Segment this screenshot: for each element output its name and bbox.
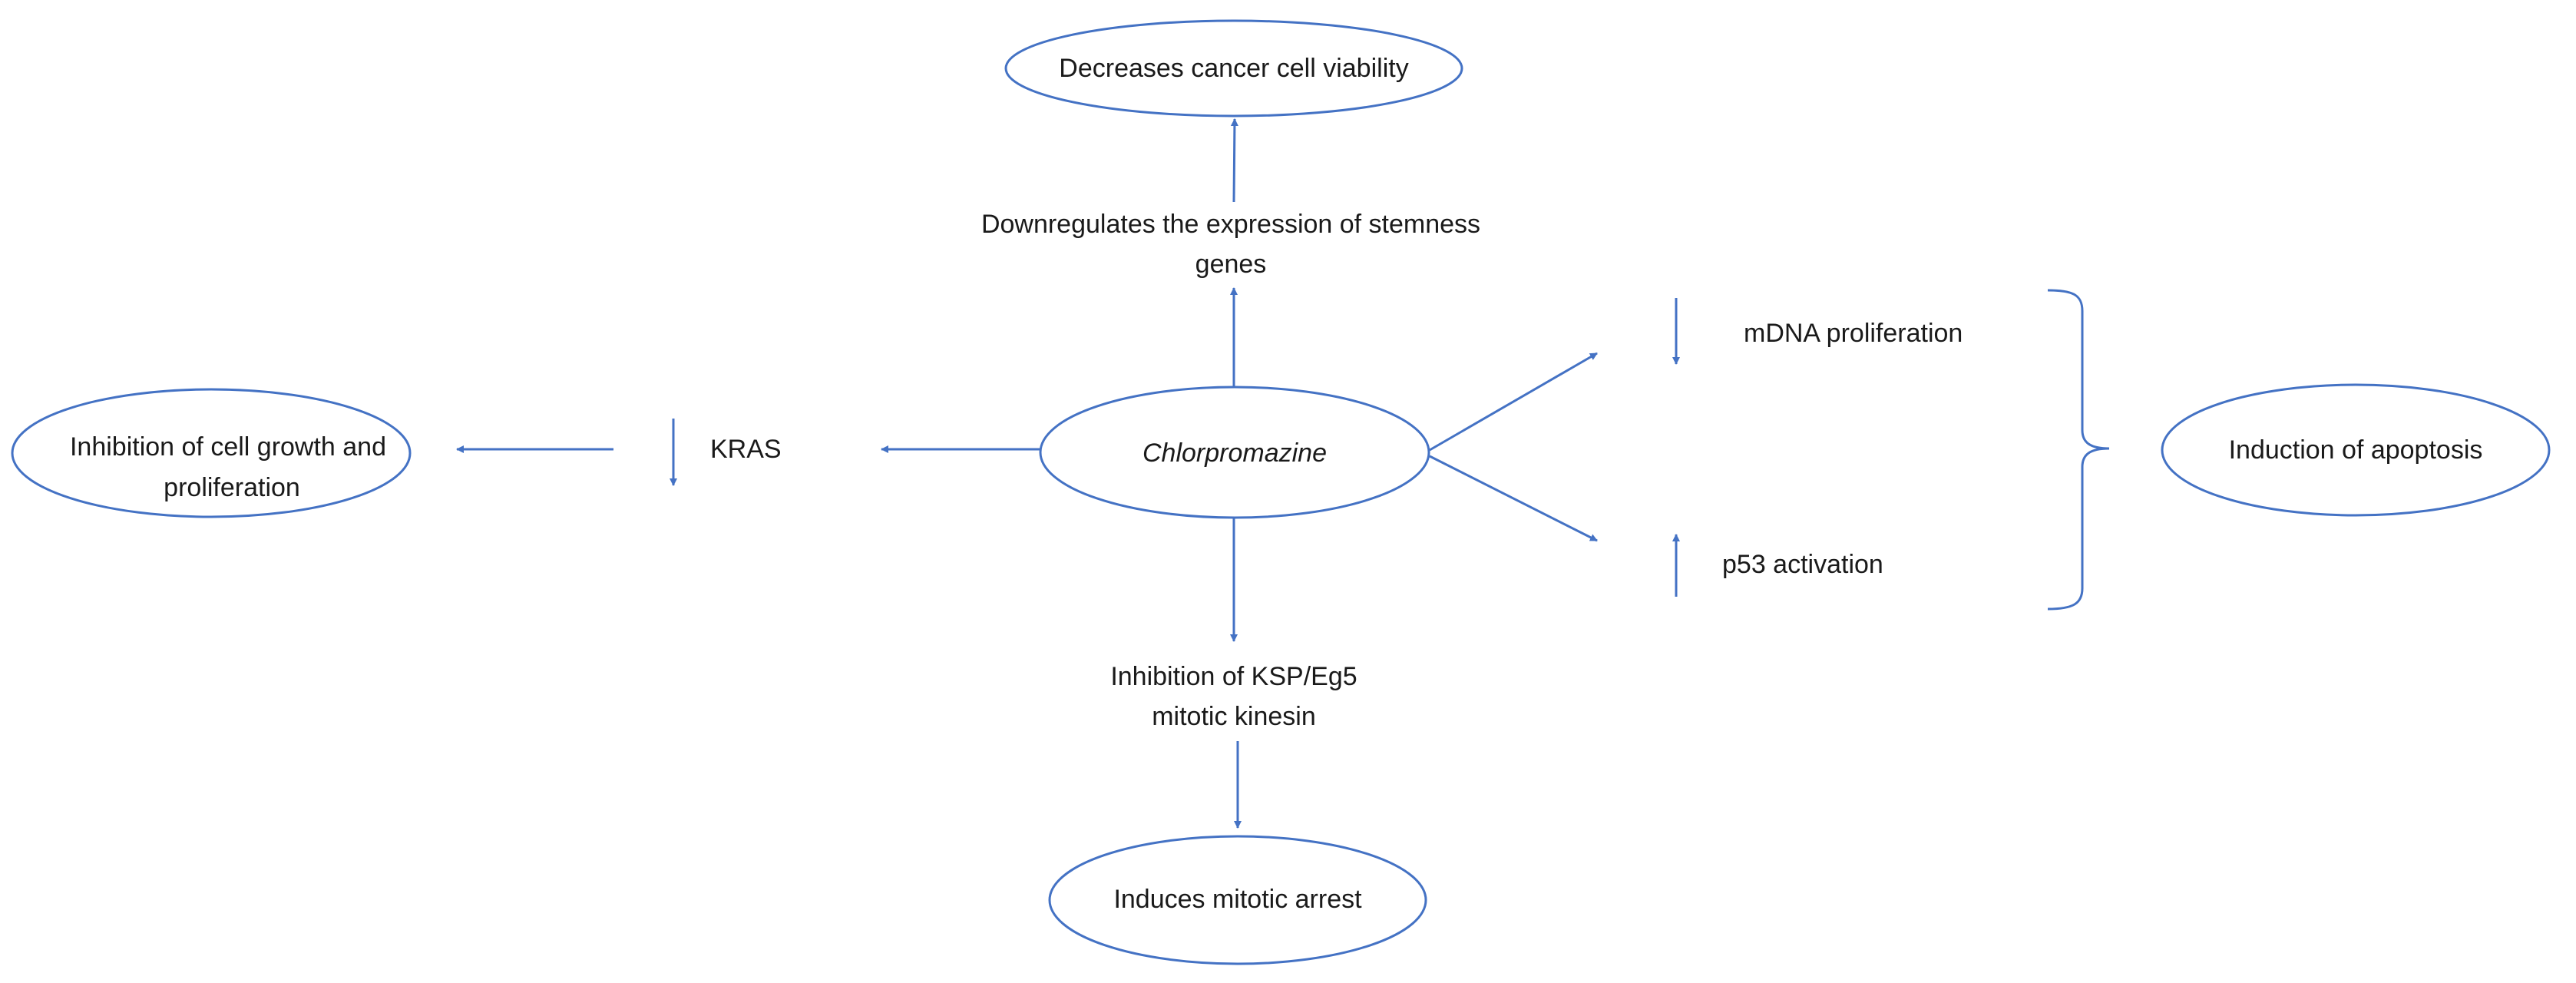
top-mechanism-label-line2: genes [1195, 250, 1267, 279]
arrow-center-to-p53 [1429, 455, 1598, 542]
bottom-mechanism-label-line2: mitotic kinesin [1152, 702, 1316, 731]
right-outcome-ellipse [2161, 383, 2551, 517]
kras-label: KRAS [710, 435, 782, 464]
apoptosis-bracket [2047, 289, 2110, 611]
center-node-label: Chlorpromazine [1143, 439, 1327, 468]
top-outcome-label: Decreases cancer cell viability [1059, 54, 1408, 83]
bottom-mechanism-label-line1: Inhibition of KSP/Eg5 [1110, 662, 1357, 691]
top-outcome-ellipse [1004, 19, 1463, 117]
connectors [456, 118, 1598, 829]
mdna-label: mDNA proliferation [1744, 319, 1963, 348]
arrow-center-to-mdna [1429, 352, 1598, 452]
left-outcome-label-line2: proliferation [164, 473, 300, 502]
left-outcome-ellipse [11, 388, 412, 518]
bottom-outcome-label: Induces mitotic arrest [1113, 885, 1362, 914]
p53-label: p53 activation [1722, 550, 1883, 579]
left-outcome-label-line1: Inhibition of cell growth and [70, 432, 386, 462]
right-outcome-label: Induction of apoptosis [2229, 435, 2483, 465]
top-mechanism-label-line1: Downregulates the expression of stemness [981, 210, 1480, 239]
bottom-outcome-ellipse [1048, 835, 1427, 965]
arrow-stemness-to-viability [1230, 118, 1238, 203]
